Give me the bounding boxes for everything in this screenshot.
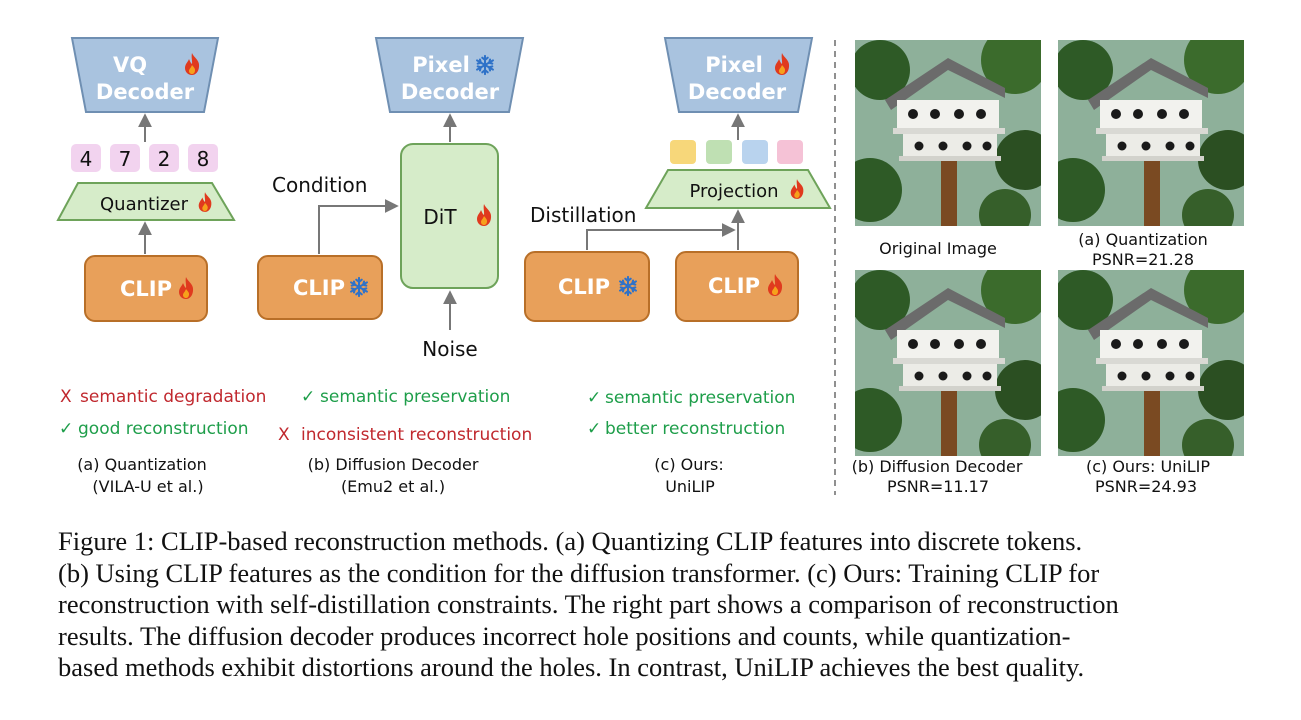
check-mark: ✓ xyxy=(59,419,73,439)
pro-text: semantic preservation xyxy=(605,388,795,408)
check-mark: ✓ xyxy=(587,388,601,408)
ours-psnr: PSNR=24.93 xyxy=(1095,477,1197,496)
condition-label: Condition xyxy=(272,173,367,197)
con-text: semantic degradation xyxy=(80,387,266,407)
caption-line: Figure 1: CLIP-based reconstruction meth… xyxy=(58,526,1083,556)
token xyxy=(777,140,803,164)
ours-label: (c) Ours: UniLIP xyxy=(1086,457,1210,476)
diff-label: (b) Diffusion Decoder xyxy=(852,457,1023,476)
token xyxy=(742,140,768,164)
clip-encoder-block xyxy=(84,255,208,322)
vq-decoder-label-line2: Decoder xyxy=(96,80,195,104)
caption-line: reconstruction with self-distillation co… xyxy=(58,589,1119,619)
noise-label: Noise xyxy=(422,337,477,361)
token-value: 7 xyxy=(119,147,132,171)
dit-label: DiT xyxy=(423,205,457,229)
quantization-result-image xyxy=(1058,40,1244,226)
vq-decoder-label-line1: VQ xyxy=(113,53,147,77)
panel-a-caption-line1: (a) Quantization xyxy=(77,455,207,474)
distillation-label: Distillation xyxy=(530,203,636,227)
caption-line: results. The diffusion decoder produces … xyxy=(58,620,1071,651)
projection-label: Projection xyxy=(689,181,778,202)
clip-label: CLIP xyxy=(120,277,172,301)
clip-label: CLIP xyxy=(293,276,345,300)
original-image-label: Original Image xyxy=(879,239,997,258)
diffusion-result-image xyxy=(855,270,1041,456)
pro-text: better reconstruction xyxy=(605,419,785,439)
figure-caption: Figure 1: CLIP-based reconstruction meth… xyxy=(58,526,1246,684)
frozen-clip-block xyxy=(524,251,650,322)
pixel-decoder-block xyxy=(663,37,814,113)
vq-decoder-block xyxy=(70,37,220,113)
token-row: 4 7 2 8 xyxy=(71,144,218,172)
panel-a-quantization: VQ Decoder 4 7 2 8 Quantizer CLIP X sema… xyxy=(56,37,266,496)
trained-clip-block xyxy=(675,251,799,322)
panel-b-caption-line1: (b) Diffusion Decoder xyxy=(308,455,479,474)
caption-line: based methods exhibit distortions around… xyxy=(58,652,1085,682)
token-value: 8 xyxy=(197,147,210,171)
projection-block xyxy=(644,169,832,209)
token-value: 4 xyxy=(80,147,93,171)
clip-label: CLIP xyxy=(558,275,610,299)
method-diagram: VQ Decoder 4 7 2 8 Quantizer CLIP X sema… xyxy=(56,37,1244,496)
pro-text: semantic preservation xyxy=(320,387,510,407)
token xyxy=(188,144,218,172)
pixel-decoder-block xyxy=(374,37,525,113)
pixel-decoder-label-line2: Decoder xyxy=(401,80,500,104)
panel-c-caption-line2: UniLIP xyxy=(665,477,715,496)
check-mark: ✓ xyxy=(301,387,315,407)
cross-mark: X xyxy=(278,425,290,445)
pro-text: good reconstruction xyxy=(78,419,249,439)
pixel-decoder-label-line2: Decoder xyxy=(688,80,787,104)
token-value: 2 xyxy=(158,147,171,171)
caption-line: (b) Using CLIP features as the condition… xyxy=(58,557,1100,588)
token xyxy=(670,140,696,164)
reconstruction-comparison: Original Image (a) Quantization PSNR=21.… xyxy=(852,40,1244,496)
token xyxy=(149,144,179,172)
clip-encoder-block xyxy=(257,255,383,320)
panel-a-caption-line2: (VILA-U et al.) xyxy=(92,477,203,496)
unilip-result-image xyxy=(1058,270,1244,456)
check-mark: ✓ xyxy=(587,419,601,439)
panel-b-diffusion: Pixel Decoder DiT Condition Noise CLIP ✓… xyxy=(257,37,532,496)
quant-label: (a) Quantization xyxy=(1078,230,1208,249)
panel-b-caption-line2: (Emu2 et al.) xyxy=(341,477,445,496)
pixel-decoder-label-line1: Pixel xyxy=(412,53,470,77)
original-image xyxy=(855,40,1041,226)
continuous-token-row xyxy=(670,140,803,164)
panel-c-ours: Pixel Decoder Projection Distillation CL… xyxy=(524,37,832,496)
token xyxy=(71,144,101,172)
quantizer-block xyxy=(56,182,236,221)
cross-mark: X xyxy=(60,387,72,407)
diff-psnr: PSNR=11.17 xyxy=(887,477,989,496)
clip-label: CLIP xyxy=(708,274,760,298)
quantizer-label: Quantizer xyxy=(100,194,189,215)
con-text: inconsistent reconstruction xyxy=(301,425,532,445)
panel-c-caption-line1: (c) Ours: xyxy=(654,455,723,474)
pixel-decoder-label-line1: Pixel xyxy=(705,53,763,77)
dit-block xyxy=(400,143,499,289)
quant-psnr: PSNR=21.28 xyxy=(1092,250,1194,269)
token xyxy=(706,140,732,164)
token xyxy=(110,144,140,172)
